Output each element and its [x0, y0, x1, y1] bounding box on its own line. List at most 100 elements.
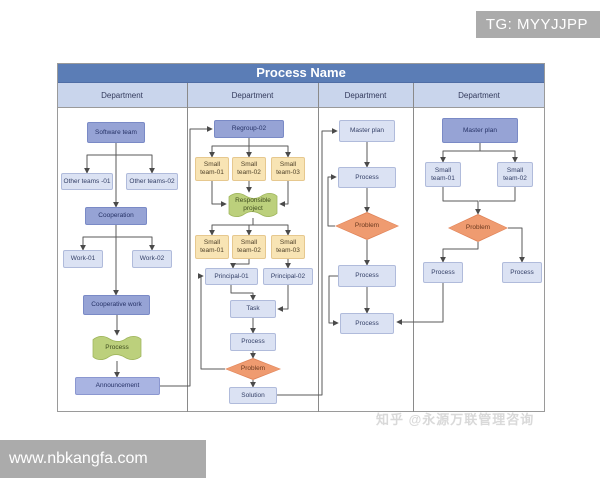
node-label: Task: [246, 305, 260, 313]
watermark-bottom-left: www.nbkangfa.com: [0, 440, 206, 478]
edge-responsible-project-to-small-team-b-02: [246, 218, 254, 236]
node-label: Solution: [241, 391, 265, 399]
node-master-plan-l3: Master plan: [339, 120, 395, 142]
node-label: Other teams-02: [129, 177, 175, 185]
node-label: Regroup-02: [231, 125, 267, 133]
edge-cooperation-to-work-01: [80, 225, 117, 251]
node-label: Small team-03: [276, 239, 300, 254]
node-label: Work-01: [70, 255, 96, 263]
edge-software-team-to-other-teams-01: [84, 143, 117, 174]
edge-small-team-l4-02-to-problem-l4: [479, 187, 516, 202]
edge-process-l3-b-to-process-l3-c: [328, 275, 339, 326]
wave-shape: [92, 335, 142, 361]
edge-master-plan-l4-to-small-team-l4-02: [479, 143, 518, 163]
node-label: Process: [510, 268, 534, 276]
edge-responsible-project-to-small-team-b-03: [252, 218, 291, 236]
edge-master-plan-l4-to-small-team-l4-01: [440, 143, 481, 163]
node-label: Cooperative work: [91, 301, 142, 309]
node-label: Cooperation: [98, 212, 134, 220]
lane-divider: [413, 83, 414, 412]
node-label: Process: [355, 173, 379, 181]
edge-responsible-project-to-small-team-b-01: [209, 218, 254, 236]
node-label: Master plan: [350, 127, 384, 135]
node-label: Process: [431, 268, 455, 276]
node-label: Small team-03: [276, 161, 300, 176]
node-process-l3-c: Process: [340, 313, 394, 334]
node-solution: Solution: [229, 387, 277, 404]
node-process-l4-b: Process: [502, 262, 542, 283]
node-process-l3-a: Process: [338, 167, 396, 188]
edge-announcement-to-regroup-02: [160, 126, 213, 387]
node-label: Principal-01: [214, 272, 249, 280]
node-label: Master plan: [463, 126, 497, 134]
node-label: Announcement: [95, 382, 140, 390]
node-process-l3-b: Process: [338, 265, 396, 287]
node-principal-02: Principal-02: [263, 268, 313, 285]
watermark-top-right: TG: MYYJJPP: [475, 11, 600, 38]
node-label: Process: [105, 344, 129, 352]
edge-process-l4-a-to-process-l3-c: [396, 283, 444, 325]
watermark-zhihu: 知乎 @永源万联管理咨询: [376, 412, 535, 427]
node-label: Process: [355, 319, 379, 327]
node-label: Small team-02: [237, 161, 261, 176]
edge-principal-02-to-task: [277, 285, 289, 312]
node-small-team-l4-02: Small team-02: [497, 162, 533, 187]
chart-title: Process Name: [57, 63, 545, 83]
node-small-team-a-02: Small team-02: [232, 157, 266, 181]
node-label: Process: [355, 272, 379, 280]
lane-header-3: Department: [344, 91, 387, 100]
node-label: Responsible project: [235, 197, 271, 212]
node-label: Other teams -01: [63, 177, 111, 185]
node-announcement: Announcement: [75, 377, 160, 395]
node-small-team-l4-01: Small team-01: [425, 162, 461, 187]
lane-divider: [187, 83, 188, 412]
lane-header-row: Department Department Department Department: [57, 83, 545, 108]
node-small-team-b-03: Small team-03: [271, 235, 305, 259]
node-label: Software team: [95, 128, 137, 136]
edge-problem-l4-to-process-l4-a: [440, 242, 479, 263]
node-task: Task: [230, 300, 276, 318]
node-small-team-b-02: Small team-02: [232, 235, 266, 259]
node-other-teams-01: Other teams -01: [61, 173, 113, 190]
node-small-team-b-01: Small team-01: [195, 235, 229, 259]
node-label: Problem: [240, 365, 266, 373]
node-label: Small team-02: [237, 239, 261, 254]
edge-problem-l2-to-principal-01: [197, 273, 225, 370]
edge-problem-l4-to-process-l4-b: [508, 227, 525, 263]
edge-problem-l3-to-process-l3-a: [327, 174, 337, 227]
edge-regroup-02-to-small-team-a-03: [248, 138, 291, 158]
node-small-team-a-03: Small team-03: [271, 157, 305, 181]
node-cooperation: Cooperation: [85, 207, 147, 225]
node-other-teams-02: Other teams-02: [126, 173, 178, 190]
edge-regroup-02-to-small-team-a-01: [209, 138, 250, 158]
edge-small-team-l4-01-to-problem-l4: [442, 187, 481, 215]
node-responsible-project: Responsible project: [228, 192, 278, 218]
lane-header-2: Department: [231, 91, 274, 100]
edge-software-team-to-other-teams-02: [115, 143, 155, 174]
node-label: Principal-02: [270, 272, 306, 280]
edge-small-team-a-01-to-responsible-project: [211, 181, 227, 207]
wave-shape: [228, 192, 278, 218]
node-process-doc-1: Process: [92, 335, 142, 361]
lane-header-4: Department: [458, 91, 500, 100]
edge-cooperation-to-work-02: [115, 225, 155, 251]
node-problem-l2: Problem: [225, 358, 281, 380]
node-small-team-a-01: Small team-01: [195, 157, 229, 181]
node-work-02: Work-02: [132, 250, 172, 268]
edge-small-team-a-03-to-responsible-project: [279, 181, 289, 207]
node-label: Problem: [354, 222, 380, 230]
edge-small-team-b-02-to-principal-01: [230, 259, 250, 269]
node-label: Work-02: [139, 255, 165, 263]
edge-principal-01-to-task: [230, 285, 256, 301]
connector-layer: [80, 126, 525, 396]
node-regroup-02: Regroup-02: [214, 120, 284, 138]
lane-header-1: Department: [101, 91, 143, 100]
node-process-l2: Process: [230, 333, 276, 351]
node-label: Process: [241, 338, 265, 346]
node-label: Problem: [465, 224, 491, 232]
node-master-plan-l4: Master plan: [442, 118, 518, 143]
node-cooperative-work: Cooperative work: [83, 295, 150, 315]
node-label: Small team-01: [200, 239, 224, 254]
